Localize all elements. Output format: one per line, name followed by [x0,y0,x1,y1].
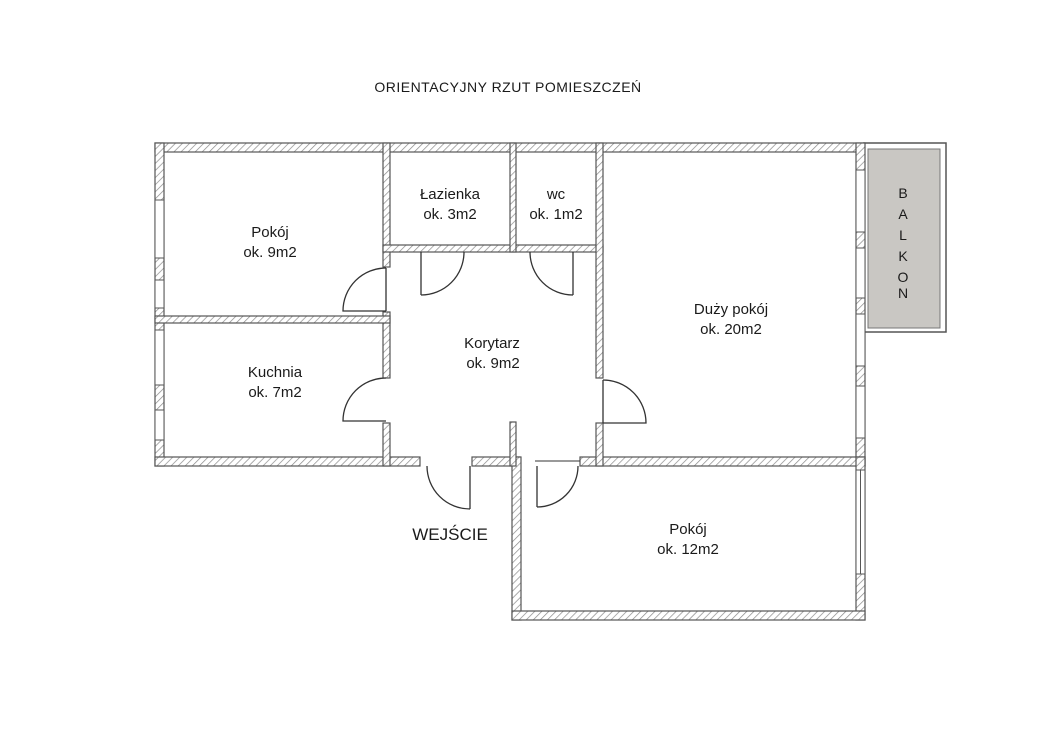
svg-text:A: A [898,206,908,222]
room-kuchnia: Kuchnia ok. 7m2 [248,364,303,401]
room-name: Kuchnia [248,364,303,381]
room-name: wc [546,186,566,203]
room-lazienka: Łazienka ok. 3m2 [420,186,481,223]
svg-text:L: L [899,227,907,243]
room-name: Pokój [669,521,707,538]
room-korytarz: Korytarz ok. 9m2 [464,335,520,372]
windows [154,169,866,575]
room-area: ok. 7m2 [248,384,301,401]
doors [342,251,647,510]
room-area: ok. 9m2 [243,244,296,261]
room-area: ok. 1m2 [529,206,582,223]
room-area: ok. 3m2 [423,206,476,223]
walls [154,142,866,621]
svg-text:N: N [898,285,908,301]
room-area: ok. 12m2 [657,541,719,558]
room-area: ok. 20m2 [700,321,762,338]
svg-text:B: B [898,185,907,201]
room-duzy-pokoj: Duży pokój ok. 20m2 [694,301,768,338]
balcony-label: B A L K O N [898,185,909,301]
room-name: Łazienka [420,186,481,203]
room-wc: wc ok. 1m2 [529,186,582,223]
plan-title: ORIENTACYJNY RZUT POMIESZCZEŃ [374,79,641,95]
room-area: ok. 9m2 [466,355,519,372]
svg-text:K: K [898,248,908,264]
room-name: Korytarz [464,335,520,352]
room-name: Pokój [251,224,289,241]
room-pokoj-9: Pokój ok. 9m2 [243,224,296,261]
balcony [863,142,947,333]
svg-text:O: O [898,269,909,285]
room-pokoj-12: Pokój ok. 12m2 [657,521,719,558]
entrance-label: WEJŚCIE [412,525,488,544]
room-name: Duży pokój [694,301,768,318]
